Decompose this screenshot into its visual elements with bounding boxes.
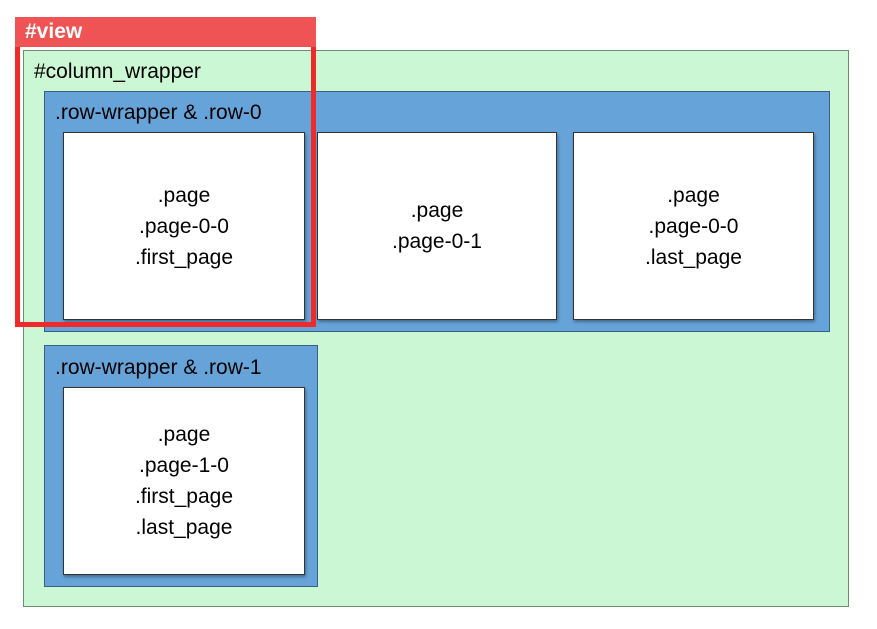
page-line: .page-0-1 <box>392 230 482 253</box>
page-line: .last_page <box>645 245 742 269</box>
row-0-label: .row-wrapper & .row-0 <box>55 101 262 124</box>
page-line: .page <box>157 423 211 446</box>
page-line: .page-1-0 <box>139 454 229 477</box>
page-0-0-last: .page .page-0-0 .last_page <box>573 132 814 320</box>
page-0-0-first: .page .page-0-0 .first_page <box>63 132 305 320</box>
page-line: .page <box>410 199 464 222</box>
view-viewport-frame <box>15 17 316 327</box>
page-line: .first_page <box>134 245 234 269</box>
page-line: .page-0-0 <box>139 214 229 238</box>
page-0-1: .page .page-0-1 <box>317 132 557 320</box>
page-line: .page <box>667 183 720 207</box>
row-1-label: .row-wrapper & .row-1 <box>55 356 262 379</box>
page-line: .page-0-0 <box>648 214 739 238</box>
view-label-tab <box>15 17 316 47</box>
page-line: .first_page <box>134 485 234 508</box>
page-1-0: .page .page-1-0 .first_page .last_page <box>63 387 305 575</box>
column-wrapper-label: #column_wrapper <box>34 60 201 83</box>
page-line: .page <box>157 183 211 207</box>
page-line: .last_page <box>135 516 233 539</box>
view-label: #view <box>25 20 83 43</box>
